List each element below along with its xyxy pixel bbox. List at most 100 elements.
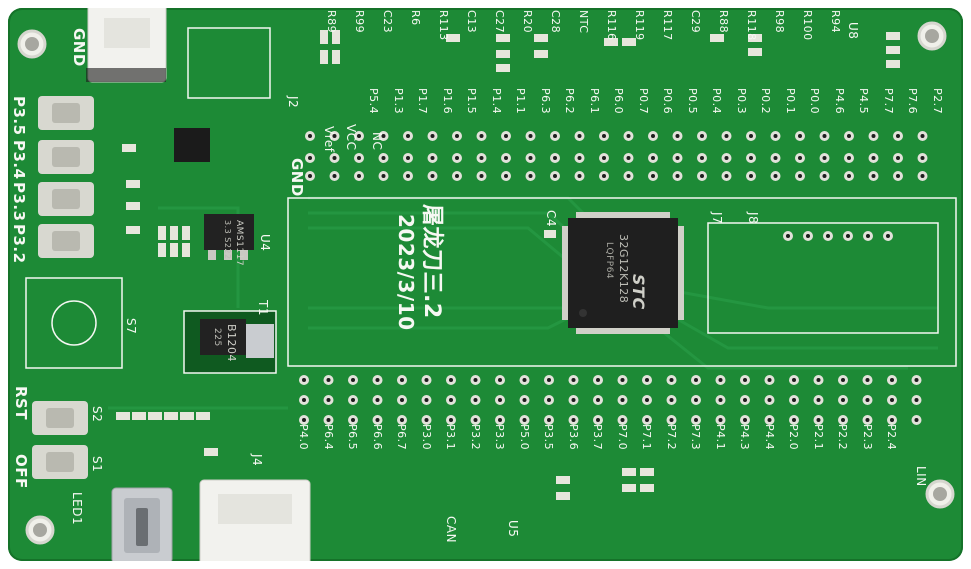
header-hole-center bbox=[351, 378, 355, 382]
gnd-top-label: GND bbox=[70, 28, 88, 67]
pin-label: P0.7 bbox=[636, 88, 650, 115]
j2-label: J2 bbox=[286, 96, 300, 109]
header-hole-center bbox=[718, 398, 723, 402]
header-hole-center bbox=[792, 378, 796, 382]
header-hole-center bbox=[773, 134, 778, 138]
header-hole-center bbox=[522, 418, 527, 422]
pin-label: P4.4 bbox=[762, 424, 776, 451]
lin-label: LIN bbox=[914, 466, 928, 487]
chip-part: 32G12K128 bbox=[617, 234, 630, 304]
header-hole-center bbox=[718, 418, 723, 422]
header-hole-center bbox=[822, 156, 827, 160]
part-label: C29 bbox=[689, 10, 702, 34]
header-hole-center bbox=[645, 418, 649, 422]
header-hole-center bbox=[473, 378, 478, 382]
key-label: P3.3 bbox=[10, 182, 28, 222]
header-hole-center bbox=[816, 418, 821, 422]
header-hole-center bbox=[749, 174, 753, 178]
header-hole-center bbox=[553, 174, 557, 178]
header-hole-center bbox=[596, 378, 600, 382]
part-label: R88 bbox=[717, 10, 730, 34]
header-hole-center bbox=[528, 134, 533, 138]
header-hole-center bbox=[767, 418, 772, 422]
header-hole-center bbox=[841, 378, 845, 382]
header-hole-center bbox=[375, 378, 380, 382]
header-hole-center bbox=[700, 174, 704, 178]
header-hole-center bbox=[596, 398, 600, 402]
header-hole-center bbox=[871, 156, 876, 160]
header-hole-center bbox=[920, 174, 925, 178]
header-bottom bbox=[299, 375, 922, 425]
header-hole-center bbox=[816, 398, 821, 402]
header-hole-center bbox=[332, 174, 337, 178]
pin-label: P2.7 bbox=[930, 88, 944, 115]
header-hole-center bbox=[400, 418, 404, 422]
header-hole-center bbox=[553, 134, 557, 138]
header-hole-center bbox=[694, 418, 698, 422]
pin-label: P6.0 bbox=[612, 88, 625, 115]
header-hole-center bbox=[914, 398, 919, 402]
header-hole-center bbox=[841, 418, 845, 422]
header-hole-center bbox=[886, 234, 890, 238]
header-hole-center bbox=[326, 398, 331, 402]
header-hole-center bbox=[602, 174, 606, 178]
off-label: OFF bbox=[12, 454, 30, 489]
tact-switches bbox=[32, 96, 94, 479]
header-hole-center bbox=[332, 134, 337, 138]
board-date: 2023/3/10 bbox=[394, 214, 418, 331]
header-hole-center bbox=[473, 418, 478, 422]
header-hole-center bbox=[826, 234, 830, 238]
mounting-holes bbox=[17, 21, 955, 545]
led1-label: LED1 bbox=[70, 492, 84, 526]
part-label: R116 bbox=[605, 10, 618, 41]
pin-label: P3.5 bbox=[542, 424, 555, 451]
header-hole-center bbox=[302, 398, 306, 402]
j7-label: J7 bbox=[710, 212, 724, 225]
header-top bbox=[305, 131, 928, 181]
header-hole-center bbox=[669, 378, 674, 382]
pin-label: P7.7 bbox=[881, 88, 895, 115]
j4-label: J4 bbox=[250, 454, 264, 467]
header-hole-center bbox=[871, 134, 876, 138]
header-hole-center bbox=[626, 174, 631, 178]
header-hole-center bbox=[449, 398, 453, 402]
pin-label: P7.1 bbox=[640, 424, 653, 451]
part-label: R119 bbox=[633, 10, 646, 41]
pin-label: P2.1 bbox=[811, 424, 825, 451]
part-label: R99 bbox=[353, 10, 366, 34]
header-hole-center bbox=[896, 156, 900, 160]
pin-label: P6.3 bbox=[538, 88, 552, 115]
header-hole-center bbox=[351, 418, 355, 422]
header-hole-center bbox=[847, 156, 851, 160]
header-hole-center bbox=[700, 134, 704, 138]
s2-label: S2 bbox=[90, 406, 104, 423]
pin-label: P7.3 bbox=[689, 424, 702, 451]
header-hole-center bbox=[626, 156, 631, 160]
header-hole-center bbox=[694, 398, 698, 402]
key-label: P3.2 bbox=[10, 224, 28, 264]
pin-label: P0.0 bbox=[808, 88, 821, 115]
header-hole-center bbox=[675, 156, 680, 160]
header-hole-center bbox=[357, 174, 361, 178]
header-hole-center bbox=[626, 134, 631, 138]
header-hole-center bbox=[596, 418, 600, 422]
header-hole-center bbox=[504, 156, 508, 160]
header-hole-center bbox=[773, 174, 778, 178]
header-hole-center bbox=[326, 418, 331, 422]
pin-label: P6.5 bbox=[346, 424, 359, 451]
s1-label: S1 bbox=[90, 456, 104, 473]
header-hole-center bbox=[577, 156, 582, 160]
pin-label: P1.5 bbox=[465, 88, 478, 115]
pin-label: P1.4 bbox=[489, 88, 503, 115]
header-hole-center bbox=[430, 134, 435, 138]
gnd-mid-label: GND bbox=[288, 158, 306, 197]
header-hole-center bbox=[645, 378, 649, 382]
header-hole-center bbox=[798, 156, 802, 160]
header-hole-center bbox=[816, 378, 821, 382]
header-hole-center bbox=[773, 156, 778, 160]
pin-label: P6.2 bbox=[563, 88, 576, 115]
header-hole-center bbox=[890, 418, 894, 422]
header-hole-center bbox=[424, 398, 429, 402]
header-hole-center bbox=[896, 174, 900, 178]
pin-label: P4.1 bbox=[713, 424, 727, 451]
